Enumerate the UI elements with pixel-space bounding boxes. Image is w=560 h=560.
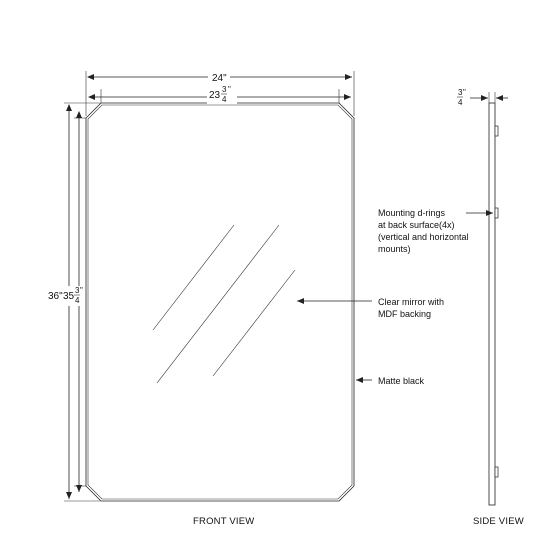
frame-callout: Matte black xyxy=(378,376,425,386)
side-view-caption: SIDE VIEW xyxy=(473,516,524,527)
inner-width-numerator: 3 xyxy=(222,85,227,94)
width-label: 24" xyxy=(212,73,227,84)
inner-width-unit: " xyxy=(228,85,231,94)
d-rings-callout-line1: Mounting d-rings xyxy=(378,208,446,218)
depth-denominator: 4 xyxy=(458,98,463,107)
d-ring-bracket xyxy=(494,125,499,137)
d-rings-callout-line3: (vertical and horizontal xyxy=(378,232,469,242)
glass-reflection-line xyxy=(152,224,235,331)
d-ring-bracket xyxy=(494,466,499,478)
glass-reflection-line xyxy=(212,269,296,377)
side-view-profile xyxy=(488,102,496,506)
d-rings-callout-line4: mounts) xyxy=(378,244,411,254)
inner-height-numerator: 3 xyxy=(75,286,80,295)
inner-height-denominator: 4 xyxy=(75,296,80,305)
inner-width-whole: 23 xyxy=(209,90,221,101)
inner-height-unit: " xyxy=(80,286,83,295)
depth-numerator: 3 xyxy=(458,88,463,97)
front-view-caption: FRONT VIEW xyxy=(193,516,254,527)
glass-reflection-line xyxy=(156,224,280,384)
mirror-inner-outline xyxy=(87,104,353,500)
mirror-outer-outline xyxy=(85,102,355,502)
depth-unit: " xyxy=(463,88,466,97)
d-ring-bracket xyxy=(494,207,499,219)
inner-height-whole: 35 xyxy=(63,291,75,302)
inner-width-denominator: 4 xyxy=(222,95,227,104)
d-rings-callout-line2: at back surface(4x) xyxy=(378,220,455,230)
height-label: 36" xyxy=(48,291,63,302)
mirror-callout-line2: MDF backing xyxy=(378,309,431,319)
mirror-callout-line1: Clear mirror with xyxy=(378,297,444,307)
